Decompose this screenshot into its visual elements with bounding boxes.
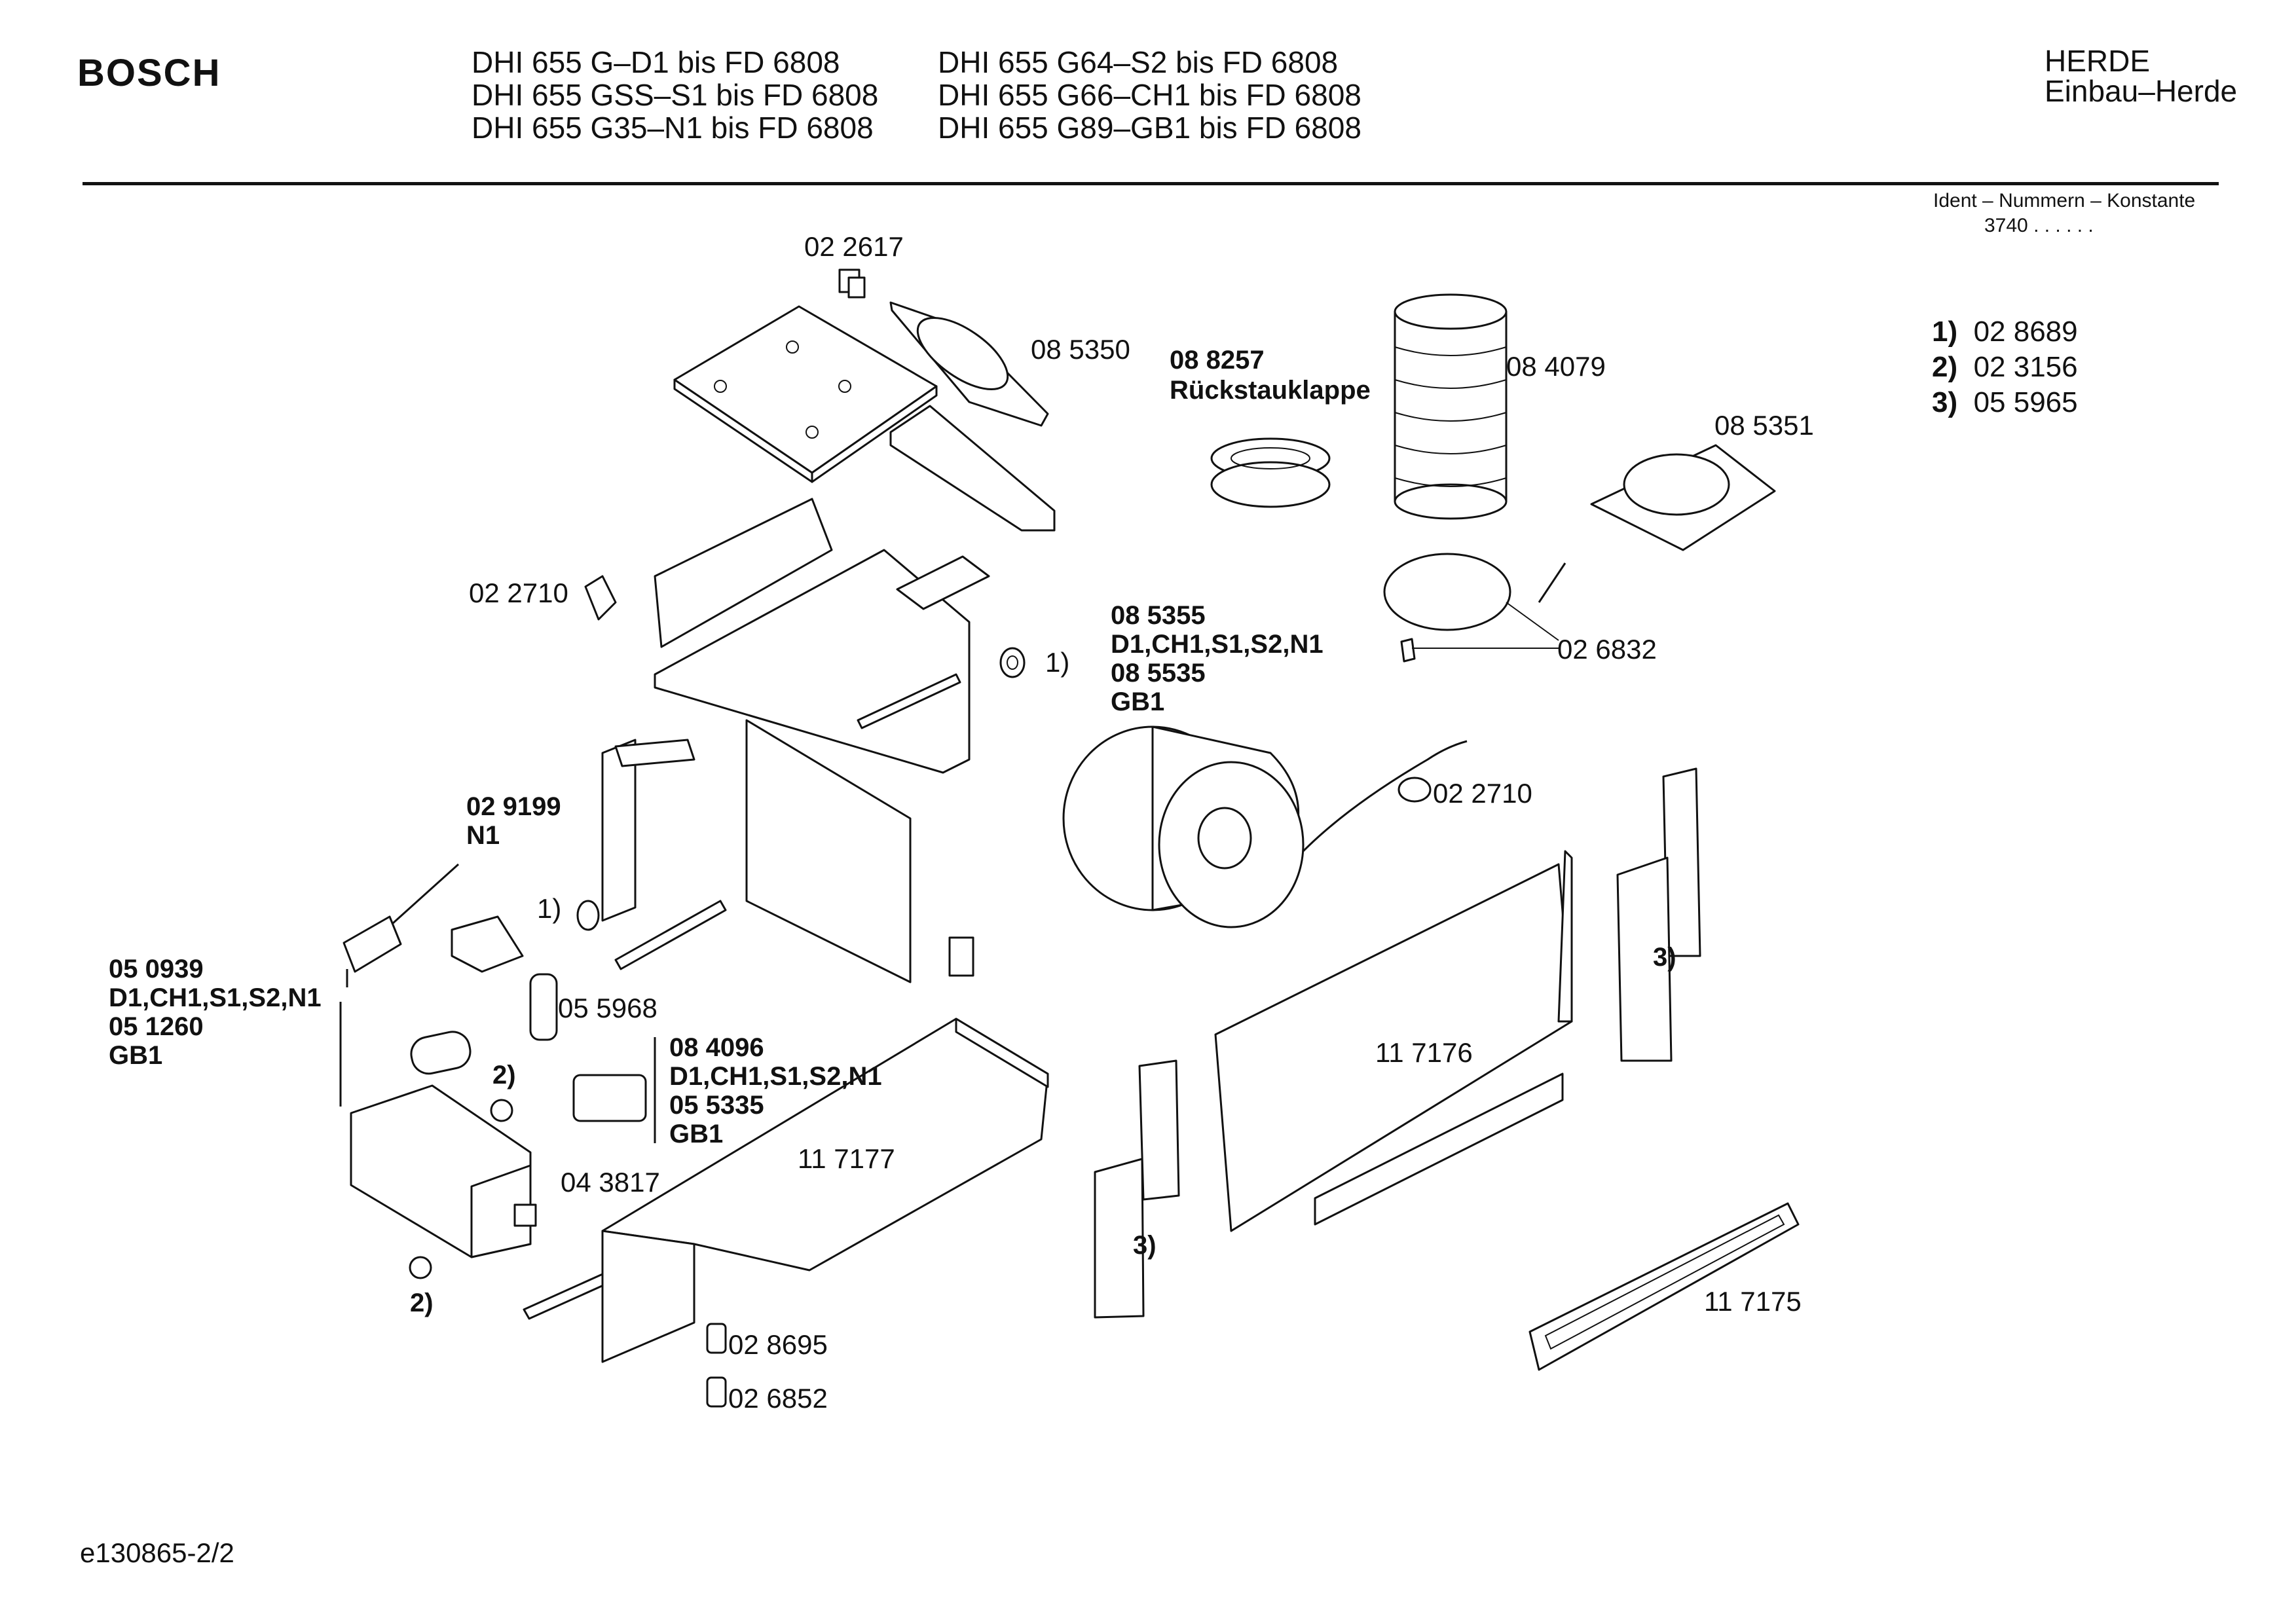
- part-label: 11 7176: [1375, 1037, 1473, 1068]
- ref-label: 1): [537, 893, 562, 924]
- relay-029199: [451, 915, 524, 973]
- mains-plug: [343, 863, 460, 987]
- motor-label-block: 08 5355 D1,CH1,S1,S2,N1 08 5535 GB1: [1111, 601, 1324, 716]
- variant-label: D1,CH1,S1,S2,N1: [109, 983, 322, 1012]
- part-label: 02 2710: [469, 577, 568, 608]
- part-label: 02 2617: [804, 231, 904, 262]
- ref-label: 2): [410, 1289, 434, 1317]
- part-label: 05 0939: [109, 955, 204, 983]
- switch-084096: [572, 1074, 647, 1122]
- part-label: 08 5351: [1714, 410, 1814, 441]
- clip-022710-right: [1398, 777, 1432, 803]
- part-label: 02 9199: [466, 792, 561, 821]
- model-list-col1: DHI 655 G–D1 bis FD 6808 DHI 655 GSS–S1 …: [472, 46, 878, 144]
- clip-022617: [838, 268, 866, 299]
- grommet-lower: [576, 900, 600, 931]
- part-label: 05 1260: [109, 1012, 204, 1041]
- model-line: DHI 655 G35–N1 bis FD 6808: [472, 111, 874, 145]
- variant-label: D1,CH1,S1,S2,N1: [1111, 630, 1324, 659]
- capacitor-label-block: 05 0939 D1,CH1,S1,S2,N1 05 1260 GB1: [109, 955, 322, 1070]
- legend-item: 1) 02 8689: [1932, 316, 2078, 348]
- category: HERDE: [2045, 44, 2151, 78]
- variant-label: GB1: [1111, 687, 1165, 716]
- part-label: 08 4079: [1506, 351, 1606, 382]
- ident-value: 3740 . . . . . .: [1984, 215, 2094, 236]
- part-label: 04 3817: [561, 1167, 660, 1198]
- screw-lower: [409, 1256, 432, 1279]
- legend: 1) 02 8689 2) 02 3156 3) 05 5965: [1932, 314, 2078, 420]
- part-label: Rückstauklappe: [1170, 376, 1371, 405]
- screw-upper: [490, 1099, 513, 1122]
- duct-seal-085350: [889, 301, 1049, 427]
- category-title: HERDE Einbau–Herde: [2045, 46, 2237, 106]
- model-line: DHI 655 G89–GB1 bis FD 6808: [938, 111, 1361, 145]
- relay-label-block: 02 9199 N1: [466, 792, 561, 850]
- ref-label: 2): [492, 1061, 516, 1090]
- model-list-col2: DHI 655 G64–S2 bis FD 6808 DHI 655 G66–C…: [938, 46, 1361, 144]
- part-label: 08 8257: [1170, 346, 1265, 375]
- variant-label: GB1: [109, 1041, 163, 1070]
- backflow-flap-088257: [1210, 437, 1331, 508]
- document-id: e130865-2/2: [80, 1537, 234, 1568]
- blower-motor-085355: [1062, 725, 1468, 928]
- part-label: 08 5355: [1111, 601, 1206, 630]
- clip-043817: [513, 1203, 537, 1227]
- variant-label: D1,CH1,S1,S2,N1: [669, 1062, 882, 1091]
- base-tray-117177: [601, 1017, 1049, 1363]
- part-label: 02 8695: [728, 1329, 828, 1360]
- hose-clamp-026832: [1383, 553, 1566, 663]
- feet: [706, 1323, 727, 1408]
- terminal-strip-055968: [529, 973, 558, 1041]
- part-label: 05 5968: [558, 993, 657, 1023]
- part-label: 02 2710: [1433, 778, 1532, 809]
- part-label: 05 5335: [669, 1091, 764, 1120]
- part-label: 02 6832: [1557, 634, 1657, 665]
- subcategory: Einbau–Herde: [2045, 74, 2238, 108]
- corner-trim-left: [1094, 1059, 1180, 1319]
- part-label: 08 4096: [669, 1033, 764, 1062]
- legend-item: 2) 02 3156: [1932, 351, 2078, 383]
- ref-label: 1): [1045, 647, 1070, 678]
- model-line: DHI 655 G66–CH1 bis FD 6808: [938, 78, 1361, 112]
- brand-logo: BOSCH: [77, 52, 221, 94]
- capacitor: [410, 1031, 472, 1075]
- corner-trim-right: [1616, 767, 1701, 1062]
- bars: [523, 673, 961, 1320]
- intake-grille-117175: [1528, 1202, 1800, 1371]
- model-line: DHI 655 G64–S2 bis FD 6808: [938, 45, 1339, 79]
- header-rule: [83, 182, 2219, 185]
- model-line: DHI 655 G–D1 bis FD 6808: [472, 45, 840, 79]
- rail: [889, 405, 1056, 532]
- back-panel: [654, 498, 990, 774]
- front-frame-117176: [1214, 850, 1573, 1232]
- control-box: [350, 1084, 532, 1258]
- clip-022710-left: [584, 575, 617, 621]
- model-line: DHI 655 GSS–S1 bis FD 6808: [472, 78, 879, 112]
- part-label: 08 5535: [1111, 659, 1206, 687]
- top-plate: [673, 305, 938, 483]
- leader-line: [1506, 602, 1559, 641]
- vent-grille-085351: [1590, 444, 1776, 551]
- flex-duct-084079: [1394, 293, 1508, 520]
- ident-label: Ident – Nummern – Konstante: [1933, 190, 2196, 211]
- part-label: 08 5350: [1031, 334, 1130, 365]
- inner-panel: [745, 719, 912, 983]
- side-panel-left: [601, 739, 695, 922]
- ref-label: 3): [1133, 1231, 1157, 1260]
- ref-label: 3): [1653, 943, 1676, 972]
- variant-label: N1: [466, 821, 500, 850]
- part-label: 11 7175: [1704, 1286, 1802, 1317]
- part-label: 02 6852: [728, 1383, 828, 1414]
- part-label: 11 7177: [798, 1143, 895, 1174]
- bracket: [948, 936, 974, 977]
- grommet-upper: [999, 647, 1026, 678]
- legend-item: 3) 05 5965: [1932, 386, 2078, 418]
- switch-label-block: 08 4096 D1,CH1,S1,S2,N1 05 5335 GB1: [669, 1033, 882, 1148]
- variant-label: GB1: [669, 1120, 724, 1148]
